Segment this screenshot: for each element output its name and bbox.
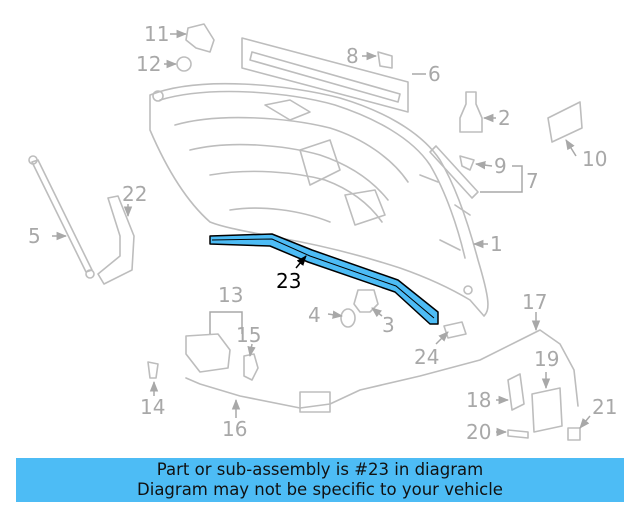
part-6-strip bbox=[249, 51, 401, 103]
part-3-grommet bbox=[353, 289, 379, 313]
leader-lines bbox=[52, 29, 591, 437]
callout-1: 1 bbox=[490, 232, 503, 256]
callout-7: 7 bbox=[526, 169, 539, 193]
callout-23[interactable]: 23 bbox=[276, 269, 301, 293]
hood-seal-23[interactable] bbox=[209, 233, 439, 325]
callout-3: 3 bbox=[382, 313, 395, 337]
part-20-bolt bbox=[507, 429, 529, 439]
part-8-clip bbox=[377, 51, 393, 69]
callout-9: 9 bbox=[494, 154, 507, 178]
part-16-cable bbox=[185, 329, 579, 409]
part-15-clip bbox=[243, 353, 259, 381]
part-6-box bbox=[241, 37, 409, 113]
callout-20: 20 bbox=[466, 420, 491, 444]
callout-17: 17 bbox=[522, 290, 547, 314]
part-2-bumper bbox=[459, 91, 483, 133]
callout-6: 6 bbox=[428, 62, 441, 86]
callout-19: 19 bbox=[534, 347, 559, 371]
part-21-clip bbox=[567, 427, 581, 441]
callout-5: 5 bbox=[28, 224, 41, 248]
part-24-bumper bbox=[443, 321, 467, 339]
banner-line-2: Diagram may not be specific to your vehi… bbox=[137, 480, 503, 499]
callout-24: 24 bbox=[414, 345, 439, 369]
parts-diagram: 11 12 8 6 2 10 9 7 22 5 1 23 13 17 4 3 1… bbox=[28, 22, 617, 444]
callout-14: 14 bbox=[140, 395, 165, 419]
callout-22: 22 bbox=[122, 182, 147, 206]
callout-15: 15 bbox=[236, 323, 261, 347]
info-banner: Part or sub-assembly is #23 in diagram D… bbox=[16, 458, 624, 502]
callout-16: 16 bbox=[222, 417, 247, 441]
part-19-bracket bbox=[531, 387, 563, 433]
part-18-bracket bbox=[507, 373, 525, 411]
callout-4: 4 bbox=[308, 303, 321, 327]
callout-12: 12 bbox=[136, 52, 161, 76]
banner-line-1: Part or sub-assembly is #23 in diagram bbox=[156, 460, 484, 479]
part-5-strut bbox=[31, 159, 93, 273]
callout-13: 13 bbox=[218, 283, 243, 307]
callout-8: 8 bbox=[346, 44, 359, 68]
callout-11: 11 bbox=[144, 22, 169, 46]
part-13-latch bbox=[185, 333, 231, 373]
hood-panel bbox=[149, 82, 489, 317]
part-9-clip bbox=[459, 155, 475, 171]
part-4-plug bbox=[340, 308, 356, 328]
part-12-nut bbox=[176, 56, 192, 72]
part-11-bracket bbox=[185, 23, 215, 53]
part-10-label bbox=[547, 101, 583, 143]
callout-21: 21 bbox=[592, 395, 617, 419]
callout-18: 18 bbox=[466, 388, 491, 412]
part-14-bolt bbox=[147, 361, 159, 379]
part-7-strip bbox=[429, 145, 479, 199]
callout-10: 10 bbox=[582, 147, 607, 171]
callout-2: 2 bbox=[498, 106, 511, 130]
part-22-hinge bbox=[97, 195, 135, 285]
